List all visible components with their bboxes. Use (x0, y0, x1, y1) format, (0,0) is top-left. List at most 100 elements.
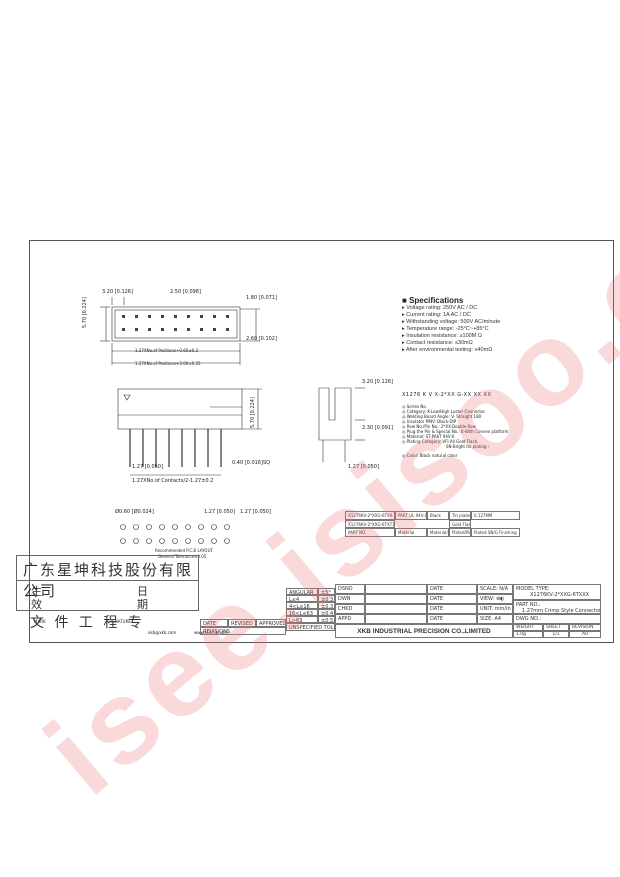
side-dim-pin: 0.40 [0.016]SQ (232, 460, 271, 466)
spec-block: ■ Specifications ▸ Voltage rating: 250V … (402, 296, 500, 354)
stamp-signature: SIGNATURE (108, 619, 131, 624)
mat-cell: Plated SN/G Finishing (471, 528, 520, 537)
tol-value: ±0.3 (318, 595, 335, 602)
tol-label: 16<L≤63 (286, 609, 318, 616)
stamp-row4: 文 件 工 程 专 (30, 615, 145, 631)
spec-title: ■ Specifications (402, 296, 464, 305)
tb-size: SIZE: A4 (477, 614, 513, 624)
side-dim-pitch: 1.27 [0.050] (132, 464, 163, 470)
part-code-block: X1276 K V X-2*XX G-XX XX XX ◎ Series No.… (402, 392, 508, 458)
revision-block: DATE REVISED APPROVED REVISIONS ANGULAR … (200, 588, 335, 638)
code-line: ◎ Row No./Pin No.: 2*XX-Double Row (402, 424, 476, 429)
code-line: ◎ Insulator PINV: Black-DIP (402, 419, 457, 424)
mat-cell: 0.127MM (471, 511, 520, 520)
dim-front-5: 2.60 [0.102] (246, 336, 277, 342)
code-line: ◎ Color: Black natural color (402, 453, 458, 458)
pcb-note-1: Recommended P.C.B LAYOUT (155, 548, 213, 553)
material-table: X1276KV-2*XXG-6TXX PA6T UL 94V-0 Black T… (345, 511, 520, 537)
mat-cell: Tin plated (449, 511, 471, 520)
rev-header: APPROVED (256, 619, 286, 627)
mat-cell: PART NO. (345, 528, 395, 537)
pcb-dim-pitch-b: 1.27 [0.050] (240, 509, 271, 515)
dim-front-4: 5.70 [0.224] (82, 297, 88, 328)
pcb-layout-drawing (120, 524, 230, 544)
stamp-char: 期 (137, 598, 148, 611)
tb-date: DATE (427, 604, 477, 614)
right-view-drawing (318, 387, 365, 462)
tb-unit: UNIT: mm/in (477, 604, 513, 614)
tb-blank (365, 614, 427, 624)
mat-cell: Material/Pins (427, 528, 449, 537)
mat-cell: Gold Flash (449, 520, 471, 528)
side-view-drawing (117, 388, 262, 476)
tb-sheet: 1/1 (543, 631, 569, 638)
tb-label-dwn: DWN (335, 594, 365, 604)
dim-front-2: 2.50 [0.098] (170, 289, 201, 295)
tb-scale: SCALE: N/A (477, 584, 513, 594)
rev-header: DATE (200, 619, 228, 627)
side-dim-height: 5.70 [0.224] (250, 397, 256, 428)
stamp-email: xkb@xkb.com (148, 630, 177, 635)
tb-blank (365, 604, 427, 614)
tol-value: ±5° (318, 588, 335, 595)
right-dim-top: 3.20 [0.126] (362, 379, 393, 385)
tb-blank (365, 594, 427, 604)
spec-item: ▸ Voltage rating: 250V AC / DC (402, 305, 478, 311)
code-line: ◎ Material: ST-PA6T 94V-0 (402, 434, 455, 439)
tb-model-type: MODEL TYPE: X1276KV-2*XXG-6TXXX (513, 584, 601, 600)
tol-value: ±0.3 (318, 602, 335, 609)
code-line: ◎ Category: K-Low/High Luster Connector (402, 409, 486, 414)
pitch-note-2: 1.27XNo.of Positions+3.00±0.25 (135, 361, 201, 366)
stamp-mark: MARK (34, 619, 46, 624)
company-name-cn: 广东星坤科技股份有限公司 (23, 561, 194, 600)
spec-item: ▸ Temperature range: -25°C~+85°C (402, 326, 489, 332)
spec-item: ▸ Contact resistance: ≤30mΩ (402, 340, 473, 346)
stamp-website: www.fedcob.com (194, 630, 229, 635)
rev-footer: REVISIONS (200, 627, 286, 635)
part-code: X1276 K V X-2*XX G-XX XX XX (402, 392, 492, 398)
mat-cell: Material (395, 528, 427, 537)
tb-revision: A0 (569, 631, 601, 638)
mat-cell: Plated/Pins (449, 528, 471, 537)
tb-date: DATE (427, 584, 477, 594)
tb-label-chkd: CHKD (335, 604, 365, 614)
tb-blank (365, 584, 427, 594)
code-line: SN-Bright tin plating ; (446, 444, 490, 449)
spec-item: ▸ Withstanding voltage: 500V AC/minute (402, 319, 501, 325)
tol-footer: UNSPECIFIED TOLERANCES (286, 623, 335, 631)
tol-label: L≤4 (286, 595, 318, 602)
side-dim-total: 1.27XNo.of Contacts/2-1.27±0.2 (132, 478, 214, 484)
code-line: ◎ Series No. (402, 404, 427, 409)
code-line: ◎ Plug the Pin & Special No.: 6-With Con… (402, 429, 509, 434)
tb-label-appd: APPD (335, 614, 365, 624)
rev-header: REVISED (228, 619, 256, 627)
spec-item: ▸ Current rating: 1A AC / DC (402, 312, 471, 318)
code-line: ◎ Welding Board Angle: V- Straight 180 (402, 414, 482, 419)
tb-revision-h: REVISION (569, 624, 601, 631)
spec-title-text: Specifications (409, 296, 464, 305)
tol-label: 4<L≤16 (286, 602, 318, 609)
tb-part-no: PART NO.: 1.27mm Crimp Style Connector (513, 600, 601, 614)
tb-label-dsnd: DSND (335, 584, 365, 594)
tb-view: VIEW: ⊕◐ (477, 594, 513, 604)
mat-cell: Black (427, 511, 449, 520)
tol-value: ±0.4 (318, 609, 335, 616)
tb-weight: 1.0g (513, 631, 543, 638)
pcb-dim-pitch-a: 1.27 [0.050] (204, 509, 235, 515)
tol-label: ANGULAR (286, 588, 318, 595)
tb-weight-h: WEIGHT (513, 624, 543, 631)
mat-cell: X1276KV-2*XXG-6TXT1 (345, 520, 395, 528)
right-dim-bottom: 1.27 [0.050] (348, 464, 379, 470)
stamp-char: 日 (137, 585, 148, 598)
company-stamp: 广东星坤科技股份有限公司 生 日 效 期 (16, 555, 199, 611)
front-view-drawing (100, 297, 260, 365)
spec-item: ▸ After environmental testing: ≤40mΩ (402, 347, 493, 353)
pcb-note-2: General Tolerance±0.05 (158, 554, 207, 559)
pcb-dim-hole: Ø0.60 [Ø0.024] (115, 509, 154, 515)
title-block: DSND DATE SCALE: N/A DWN DATE VIEW: ⊕◐ C… (335, 584, 601, 639)
pitch-note-1: 1.27XNo.of Positions+0.60±0.2 (135, 348, 199, 353)
spec-item: ▸ Insulation resistance: ≥100M Ω (402, 333, 482, 339)
stamp-char: 效 (31, 598, 42, 611)
dim-front-1: 3.20 [0.126] (102, 289, 133, 295)
tb-company: XKB INDUSTRIAL PRECISION CO.,LIMITED (335, 624, 513, 638)
